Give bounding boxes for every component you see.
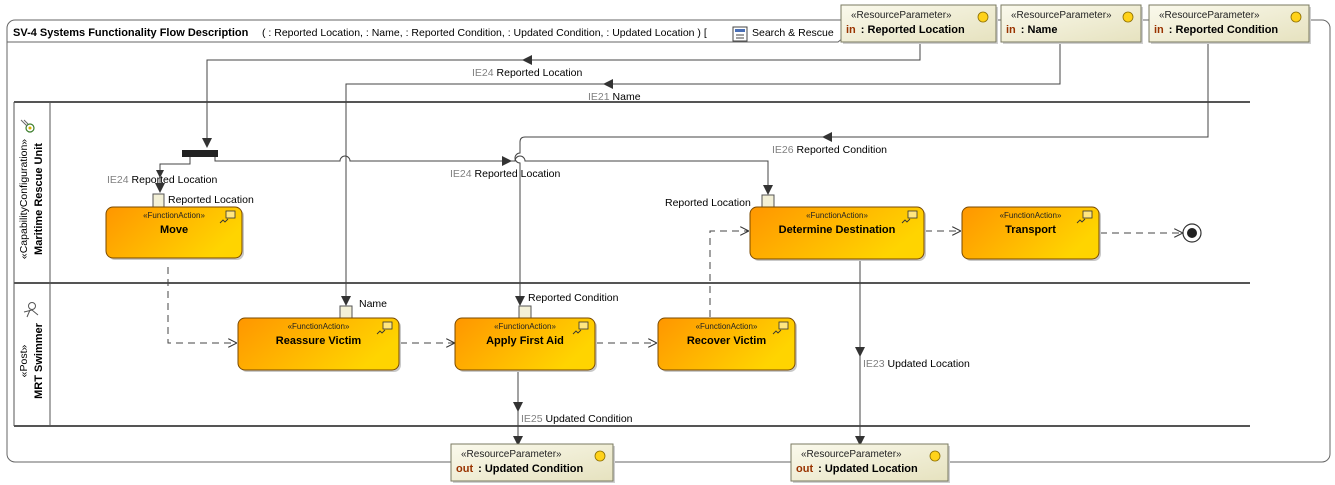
parameter-state-icon (929, 450, 941, 462)
control-flows (167, 231, 1182, 343)
parameter-state-icon (1122, 11, 1134, 23)
lane-mrt-swimmer[interactable]: «Post» MRT Swimmer (18, 302, 45, 399)
param-stereotype: «ResourceParameter» (1011, 10, 1112, 21)
action-name: Transport (1005, 224, 1056, 236)
action-reassure-victim[interactable]: «FunctionAction» Reassure Victim (237, 317, 401, 372)
fork-node[interactable] (182, 150, 218, 157)
swimlane-grid (13, 101, 1250, 427)
pin-label: Reported Condition (528, 292, 619, 304)
flow-label-ie24-determine: IE24 Reported Location (450, 168, 561, 180)
action-stereotype: «FunctionAction» (696, 322, 758, 331)
param-stereotype: «ResourceParameter» (851, 10, 952, 21)
function-action-icon (901, 210, 918, 224)
param-signature: out: Updated Location (796, 463, 918, 475)
parameter-state-icon (1290, 11, 1302, 23)
param-stereotype: «ResourceParameter» (461, 449, 562, 460)
action-transport[interactable]: «FunctionAction» Transport (961, 206, 1101, 261)
lane-stereotype: «Post» (18, 345, 30, 378)
search-rescue-link-label: Search & Rescue (752, 27, 834, 39)
param-in-reported-condition[interactable]: «ResourceParameter» in: Reported Conditio… (1148, 4, 1311, 44)
lane-name: MRT Swimmer (33, 322, 45, 399)
pin-label: Name (359, 298, 387, 310)
function-action-icon (772, 321, 789, 335)
lane-stereotype: «CapabilityConfiguration» (18, 139, 30, 259)
object-flows (155, 44, 1209, 446)
flow-label-ie23: IE23 Updated Location (863, 358, 970, 370)
function-actions: «FunctionAction» Move «FunctionAction» Dete… (105, 206, 1101, 372)
param-in-name[interactable]: «ResourceParameter» in: Name (1000, 4, 1143, 44)
action-move[interactable]: «FunctionAction» Move (105, 206, 244, 260)
capability-configuration-icon (20, 119, 35, 133)
param-out-updated-condition[interactable]: «ResourceParameter» out: Updated Conditio… (450, 443, 615, 483)
action-stereotype: «FunctionAction» (806, 211, 868, 220)
flow-label-ie26: IE26 Reported Condition (772, 144, 887, 156)
frame-parameters: ( : Reported Location, : Name, : Reporte… (262, 27, 707, 39)
function-action-icon (572, 321, 589, 335)
action-apply-first-aid[interactable]: «FunctionAction» Apply First Aid (454, 317, 597, 372)
action-determine-destination[interactable]: «FunctionAction» Determine Destination (749, 206, 926, 261)
frame-title: SV-4 Systems Functionality Flow Descript… (13, 27, 249, 39)
param-stereotype: «ResourceParameter» (1159, 10, 1260, 21)
resource-parameters: «ResourceParameter» in: Reported Location… (450, 4, 1311, 483)
function-action-icon (1076, 210, 1093, 224)
lane-maritime-rescue-unit[interactable]: «CapabilityConfiguration» Maritime Rescu… (18, 119, 45, 259)
pin-label: Reported Location (168, 194, 254, 206)
param-signature: in: Reported Location (846, 24, 965, 36)
parameter-state-icon (594, 450, 606, 462)
param-signature: in: Reported Condition (1154, 24, 1278, 36)
pin-reassure-victim[interactable]: Name (339, 298, 387, 319)
action-stereotype: «FunctionAction» (288, 322, 350, 331)
action-stereotype: «FunctionAction» (143, 211, 205, 220)
action-name: Reassure Victim (276, 335, 362, 347)
action-name: Determine Destination (779, 224, 896, 236)
action-stereotype: «FunctionAction» (1000, 211, 1062, 220)
flow-label-ie21: IE21 Name (588, 91, 641, 103)
search-rescue-link[interactable]: Search & Rescue (732, 26, 834, 42)
flow-label-ie24-move: IE24 Reported Location (107, 174, 218, 186)
action-name: Move (160, 224, 188, 236)
flow-label-ie25: IE25 Updated Condition (521, 413, 633, 425)
flow-direction-arrows (156, 55, 865, 412)
param-in-reported-location[interactable]: «ResourceParameter» in: Reported Location (840, 4, 998, 44)
post-icon (23, 302, 39, 318)
pin-label: Reported Location (665, 197, 751, 209)
action-recover-victim[interactable]: «FunctionAction» Recover Victim (657, 317, 797, 372)
param-out-updated-location[interactable]: «ResourceParameter» out: Updated Location (790, 443, 950, 483)
activity-final-node[interactable] (1182, 223, 1202, 243)
param-stereotype: «ResourceParameter» (801, 449, 902, 460)
parameter-state-icon (977, 11, 989, 23)
function-action-icon (219, 210, 236, 224)
lane-name: Maritime Rescue Unit (33, 143, 45, 255)
diagram-link-icon (732, 26, 748, 42)
pins: Reported Location Reported Location Name… (152, 193, 775, 319)
param-signature: out: Updated Condition (456, 463, 583, 475)
flow-label-ie24: IE24 Reported Location (472, 67, 583, 79)
action-stereotype: «FunctionAction» (494, 322, 556, 331)
flow-labels: IE24 Reported Location IE21 Name IE26 Re… (107, 67, 970, 425)
pin-move[interactable]: Reported Location (152, 193, 254, 208)
pin-determine-destination[interactable]: Reported Location (665, 194, 775, 209)
action-name: Recover Victim (687, 335, 767, 347)
function-action-icon (376, 321, 393, 335)
param-signature: in: Name (1006, 24, 1057, 36)
pin-apply-first-aid[interactable]: Reported Condition (518, 292, 619, 319)
action-name: Apply First Aid (486, 335, 564, 347)
